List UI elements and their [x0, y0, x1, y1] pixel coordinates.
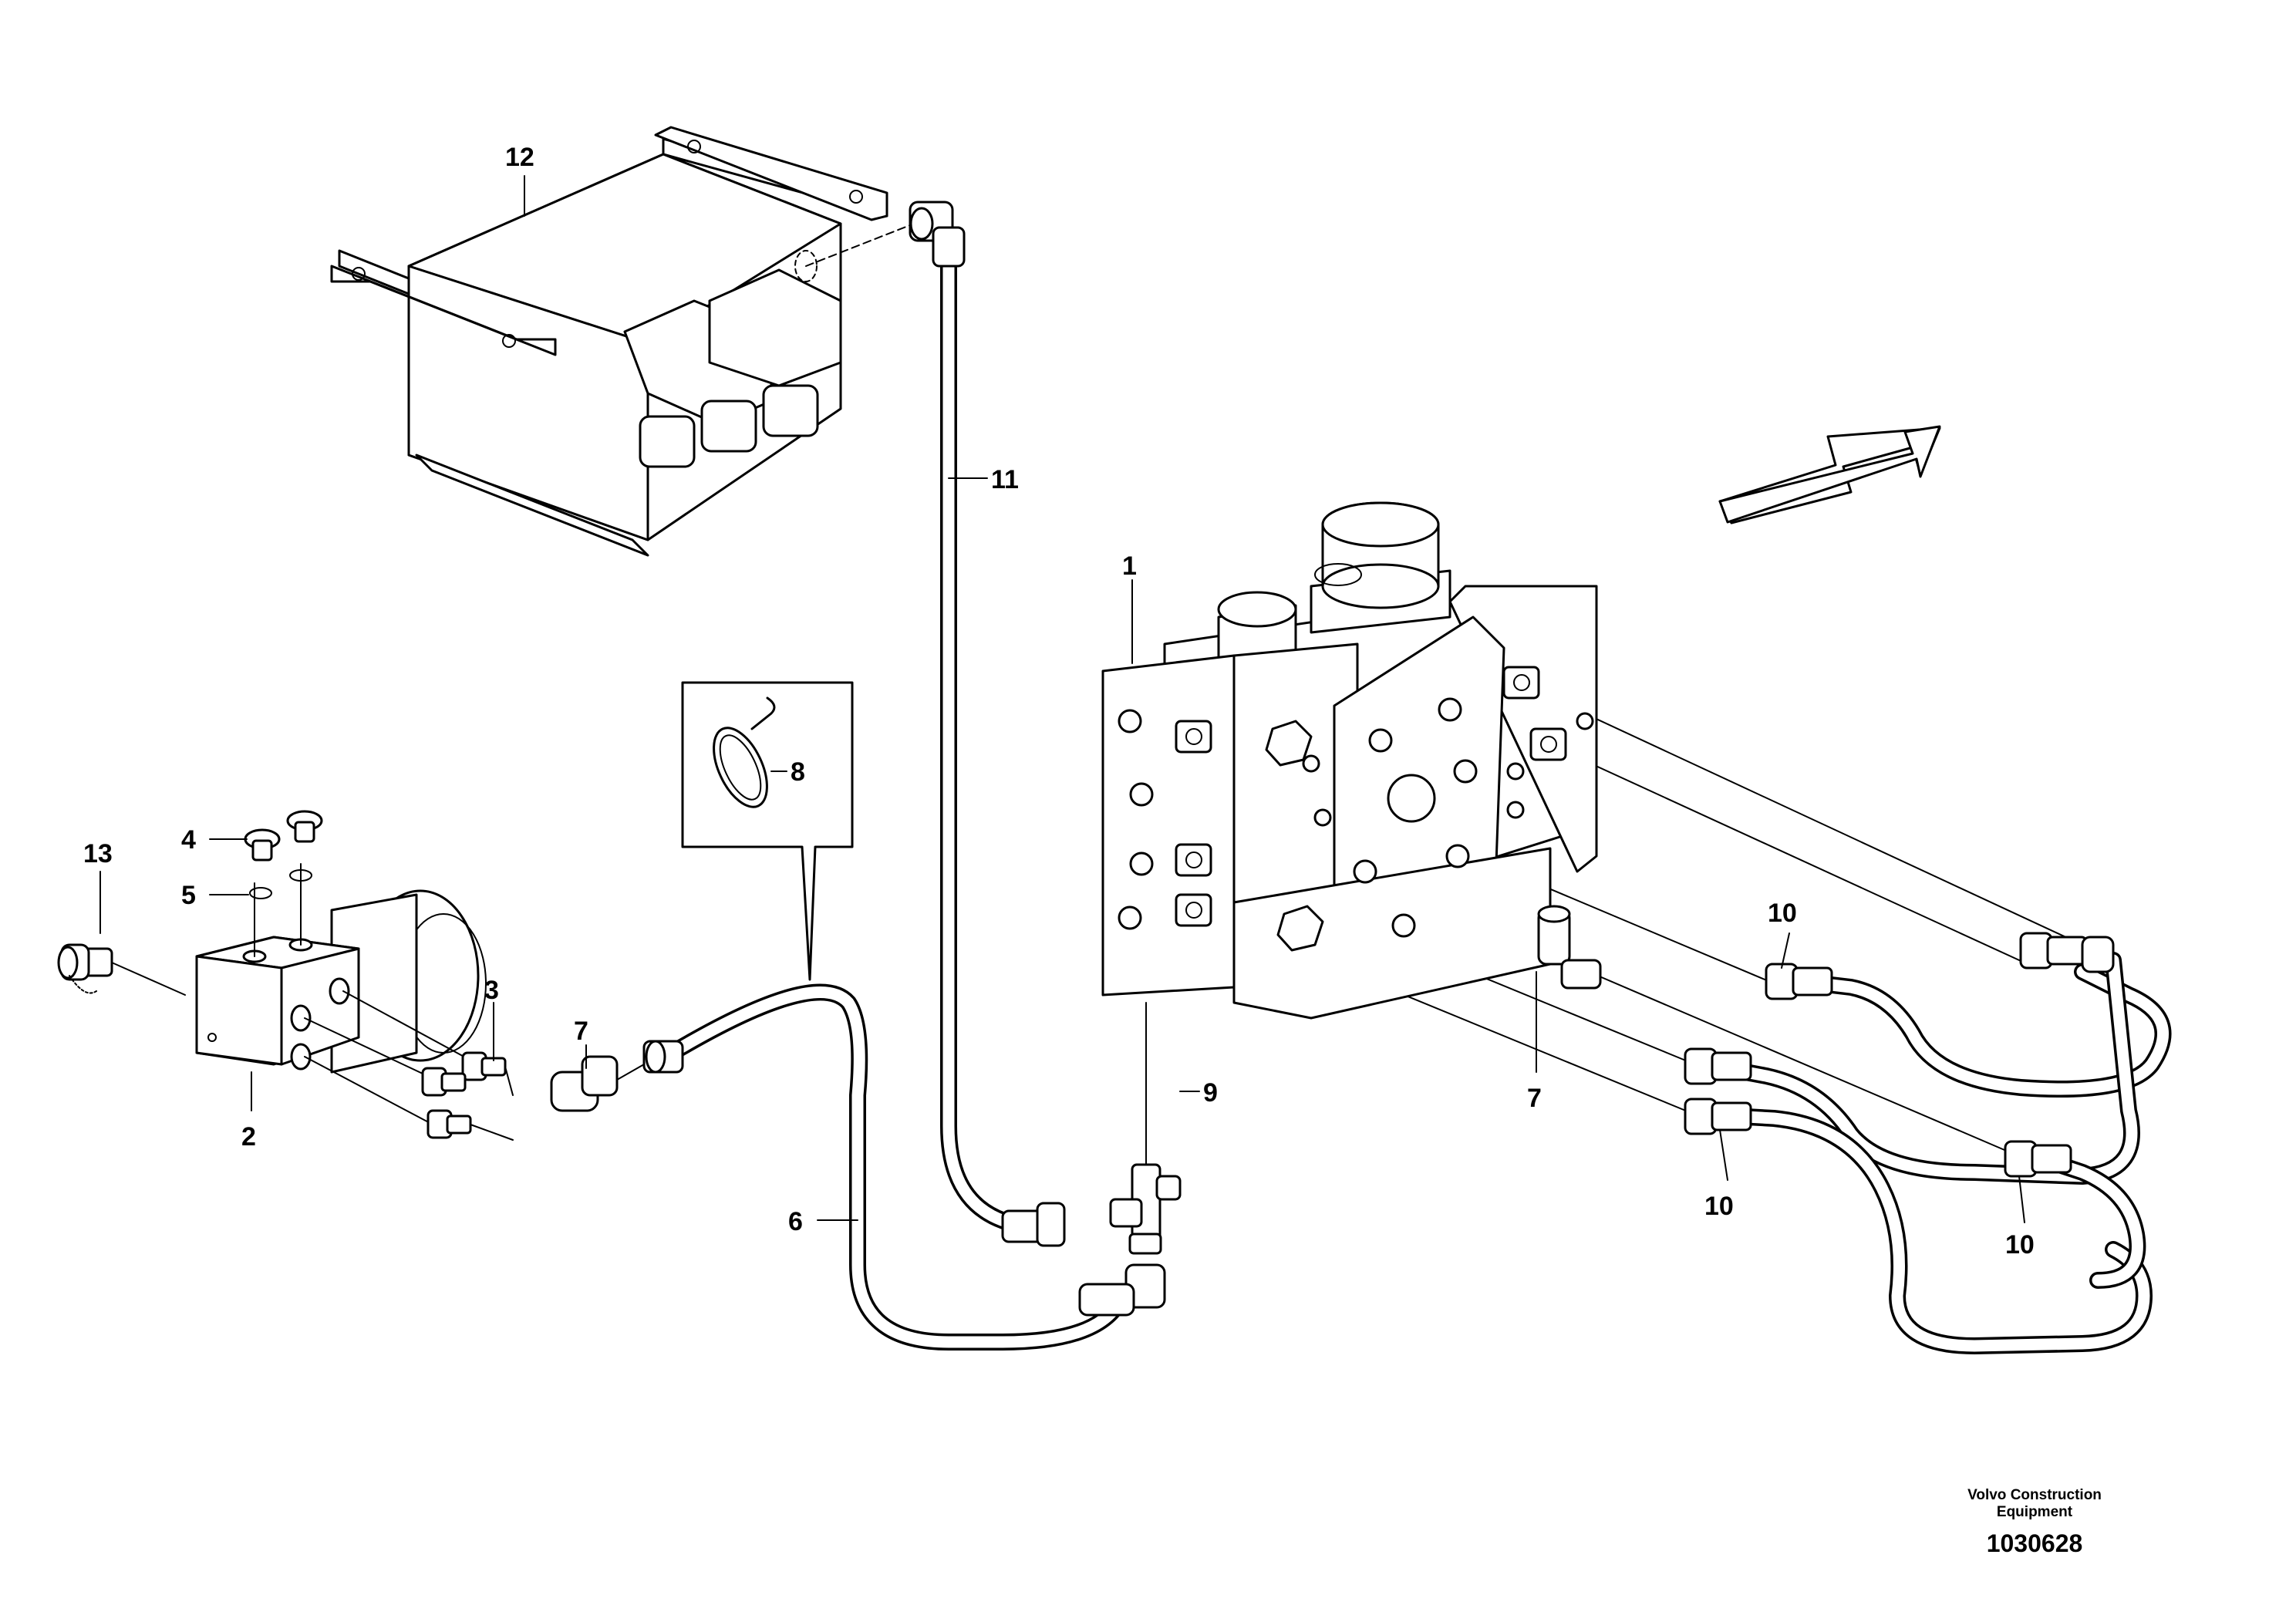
valve-port-left-1	[1175, 720, 1212, 754]
hose-10-a	[1777, 963, 2172, 1098]
callout-7-right: 7	[1527, 1084, 1542, 1113]
hose-6-start-fitting	[642, 1040, 684, 1074]
callout-8: 8	[791, 757, 805, 787]
hose-10-fittings	[1684, 932, 2115, 1178]
callout-11: 11	[991, 465, 1019, 494]
callouts: 1 2 3 4 5 6 7 7 8 9 10 10 10 11 12 13	[83, 143, 2035, 1259]
callout-13: 13	[83, 839, 113, 868]
callout-6: 6	[788, 1207, 803, 1236]
valve-port-left-3	[1175, 893, 1212, 927]
nipple-3	[421, 1051, 514, 1141]
valve-port-left-2	[1175, 843, 1212, 877]
valve-port-right-1	[1502, 666, 1540, 700]
elbow-fitting-7-left	[550, 1055, 645, 1112]
callout-5: 5	[181, 881, 196, 910]
elbow-fitting-top	[909, 201, 966, 268]
drawing-number: 1030628	[1987, 1529, 2083, 1557]
leader-lines	[99, 175, 2025, 1223]
cable-tie-inset	[681, 681, 854, 981]
callout-9: 9	[1203, 1078, 1218, 1108]
hose-6-elbow	[1078, 1263, 1166, 1317]
hose-10-d	[2028, 1148, 2146, 1289]
distribution-block-2	[195, 863, 487, 1127]
cable-tie-icon	[713, 696, 776, 808]
elbow-fitting-7-right	[1537, 905, 1602, 990]
tee-fitting-9	[1109, 1002, 1182, 1255]
valve-block-1	[1101, 501, 1598, 1020]
drawing-credit: Volvo Construction Equipment 1030628	[1967, 1487, 2102, 1557]
credit-line-1: Volvo Construction	[1967, 1487, 2102, 1503]
direction-arrow-icon	[1718, 425, 1941, 524]
test-coupling-13	[57, 943, 186, 996]
hose-11	[940, 237, 1065, 1235]
plug-4	[244, 810, 323, 862]
callout-12: 12	[505, 143, 534, 172]
hose-10-c	[1696, 1106, 2153, 1354]
credit-line-2: Equipment	[1997, 1504, 2073, 1520]
valve-port-right-2	[1529, 727, 1567, 761]
hose-6	[670, 983, 1127, 1351]
callout-4: 4	[181, 825, 196, 855]
seal-5	[249, 869, 312, 899]
callout-3: 3	[484, 976, 499, 1005]
hose-10-b	[1696, 952, 2140, 1185]
callout-10-a: 10	[1768, 899, 1797, 928]
control-unit-12	[330, 126, 915, 557]
callout-1: 1	[1122, 551, 1137, 581]
callout-2: 2	[241, 1122, 256, 1152]
callout-10-c: 10	[2005, 1230, 2035, 1259]
callout-10-b: 10	[1704, 1192, 1734, 1221]
hose-11-fitting	[1001, 1202, 1066, 1247]
callout-7-left: 7	[574, 1017, 588, 1046]
